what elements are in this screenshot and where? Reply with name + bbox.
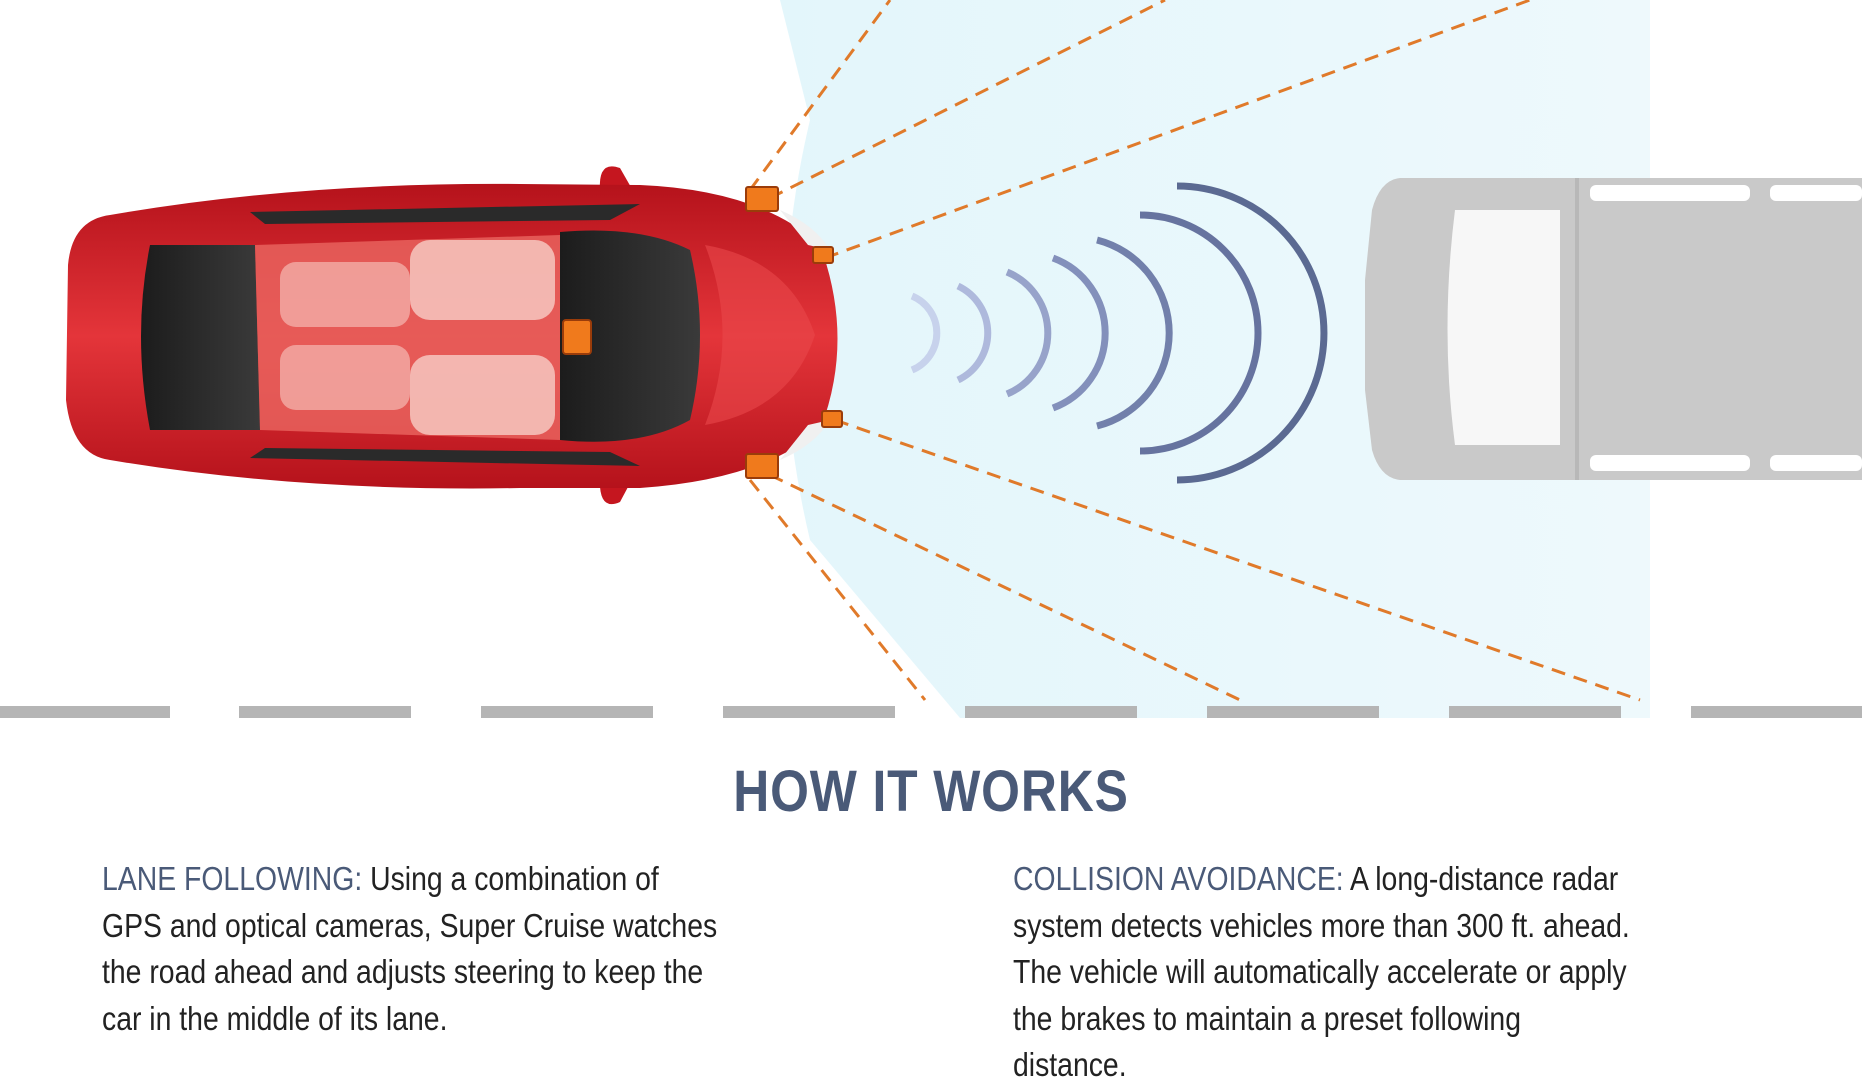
lane-following-paragraph: LANE FOLLOWING: Using a combination of G… — [102, 856, 721, 1042]
lead-vehicle — [1365, 178, 1862, 480]
lane-following-text: Using a combination of GPS and optical c… — [102, 860, 718, 1037]
scene-diagram — [0, 0, 1862, 718]
lane-following-label: LANE FOLLOWING: — [102, 860, 363, 897]
sensor-front-right — [745, 453, 779, 479]
collision-avoidance-text: A long-distance radar system detects veh… — [1013, 860, 1630, 1083]
sensor-front-left — [745, 186, 779, 212]
red-car — [66, 166, 838, 505]
sensor-front-mid-left — [812, 246, 834, 264]
lane-markings — [0, 706, 1862, 718]
sensor-camera — [562, 319, 592, 355]
section-heading: HOW IT WORKS — [733, 759, 1129, 824]
radar-waves — [910, 182, 1328, 484]
sensor-front-mid-right — [821, 410, 843, 428]
collision-avoidance-paragraph: COLLISION AVOIDANCE: A long-distance rad… — [1013, 856, 1632, 1089]
sensor-lines — [598, 0, 1641, 702]
collision-avoidance-label: COLLISION AVOIDANCE: — [1013, 860, 1344, 897]
sensors — [562, 186, 843, 479]
